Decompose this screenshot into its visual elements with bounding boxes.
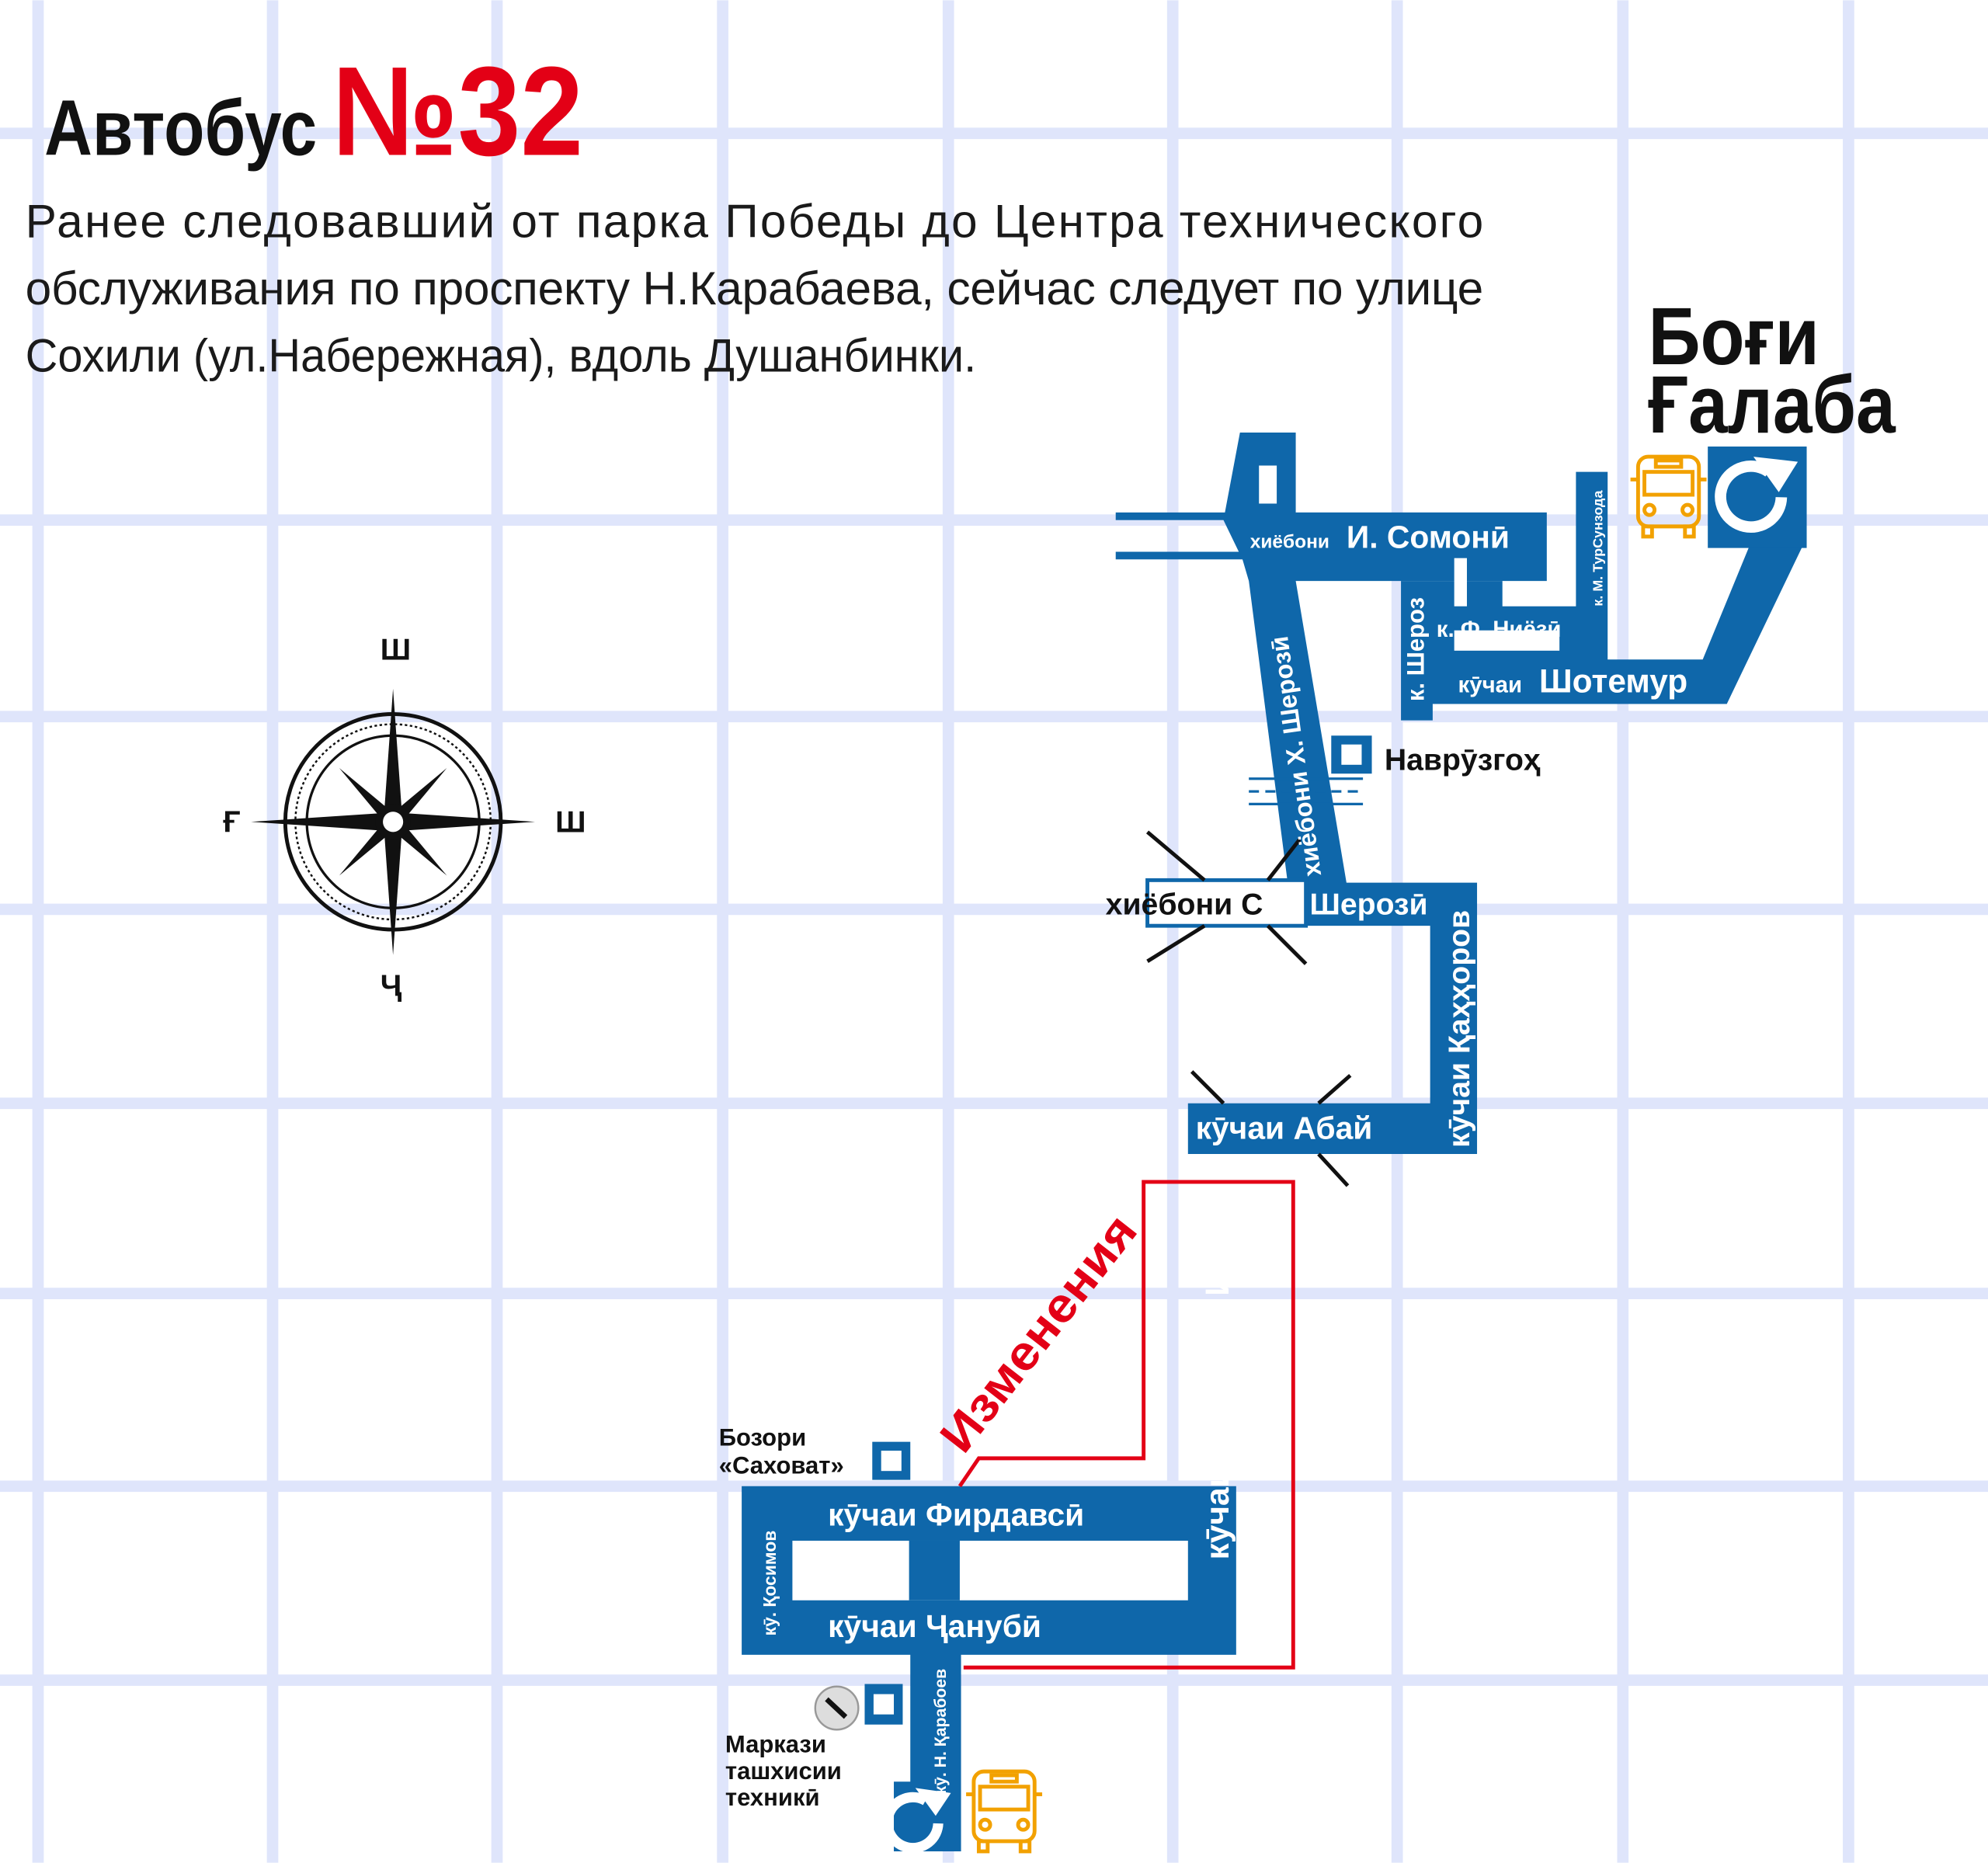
compass-west: Ғ [223,805,240,839]
street-qosimov: кӯ. Қосимов [759,1531,780,1636]
stop-label-markazi-2: ташхисии [725,1757,842,1785]
route-number: №32 [332,40,583,182]
street-janubi: кӯчаи Ҷанубӣ [828,1608,1041,1644]
compass-north: Ш [381,633,411,666]
description-line: Ранее следовавший от парка Победы до Цен… [26,195,1484,248]
street-niezi: к. Ф. Ниёзӣ [1437,617,1562,642]
intersection-marks [1145,830,1352,1187]
street-firdavsi: кӯчаи Фирдавсӣ [828,1496,1084,1532]
wrench-icon [814,1685,860,1731]
terminus-north-line2: Ғалаба [1648,360,1896,450]
terminus-north-line1: Боғи [1648,291,1819,382]
turnaround-icon [882,457,1799,1854]
street-sheroz-lane: к. Шероз [1402,597,1429,701]
bus-stop-navruzgoh[interactable] [1331,735,1372,774]
bus-stop-saxovat[interactable] [872,1441,911,1480]
description-line: Сохили (ул.Набережная), вдоль Душанбинки… [26,329,976,382]
street-sherozi-east: Шерозӣ [1310,888,1428,921]
road-sherozi-west [1145,878,1309,928]
street-abay: кӯчаи Абай [1196,1110,1373,1145]
bridge-icon [1249,777,1364,806]
street-qahhorov: кӯчаи Қаҳҳоров [1443,910,1476,1148]
title-word: Автобус [44,85,317,172]
compass-east: Ш [555,805,586,839]
street-tursunzoda: к. М. ТурСунзода [1590,490,1606,607]
bus-icon [1630,454,1707,539]
stop-label-navruzgoh: Наврӯзгоҳ [1385,743,1541,777]
stop-label-markazi-1: Маркази [725,1731,826,1758]
street-shotemur-prefix: кӯчаи [1458,673,1523,698]
changed-route-line [958,1180,1295,1670]
street-somoni-prefix: хиёбони [1250,532,1329,553]
stop-label-markazi-3: техникӣ [725,1784,820,1811]
bus-stop-markazi[interactable] [864,1684,903,1725]
street-shotemur: Шотемур [1539,663,1687,700]
street-sherozi-west: хиёбони С [1106,888,1263,921]
street-sohili: С О Х И Л Ӣ [1199,1208,1236,1396]
street-somoni: И. Сомонӣ [1347,520,1510,555]
compass-rose-icon [251,688,535,955]
street-sohili-prefix: кӯчаи [1199,1467,1236,1559]
change-label: Изменения [930,1204,1148,1462]
compass-south: Ҷ [381,969,402,1003]
bus-icon [966,1769,1043,1854]
street-karaboev: кӯ. Н. Қарабоев [932,1669,950,1795]
stop-label-saxovat-1: Бозори [719,1424,806,1451]
stop-label-saxovat-2: «Саховат» [719,1451,844,1479]
description-line: обслуживания по проспекту Н.Карабаева, с… [26,262,1484,315]
